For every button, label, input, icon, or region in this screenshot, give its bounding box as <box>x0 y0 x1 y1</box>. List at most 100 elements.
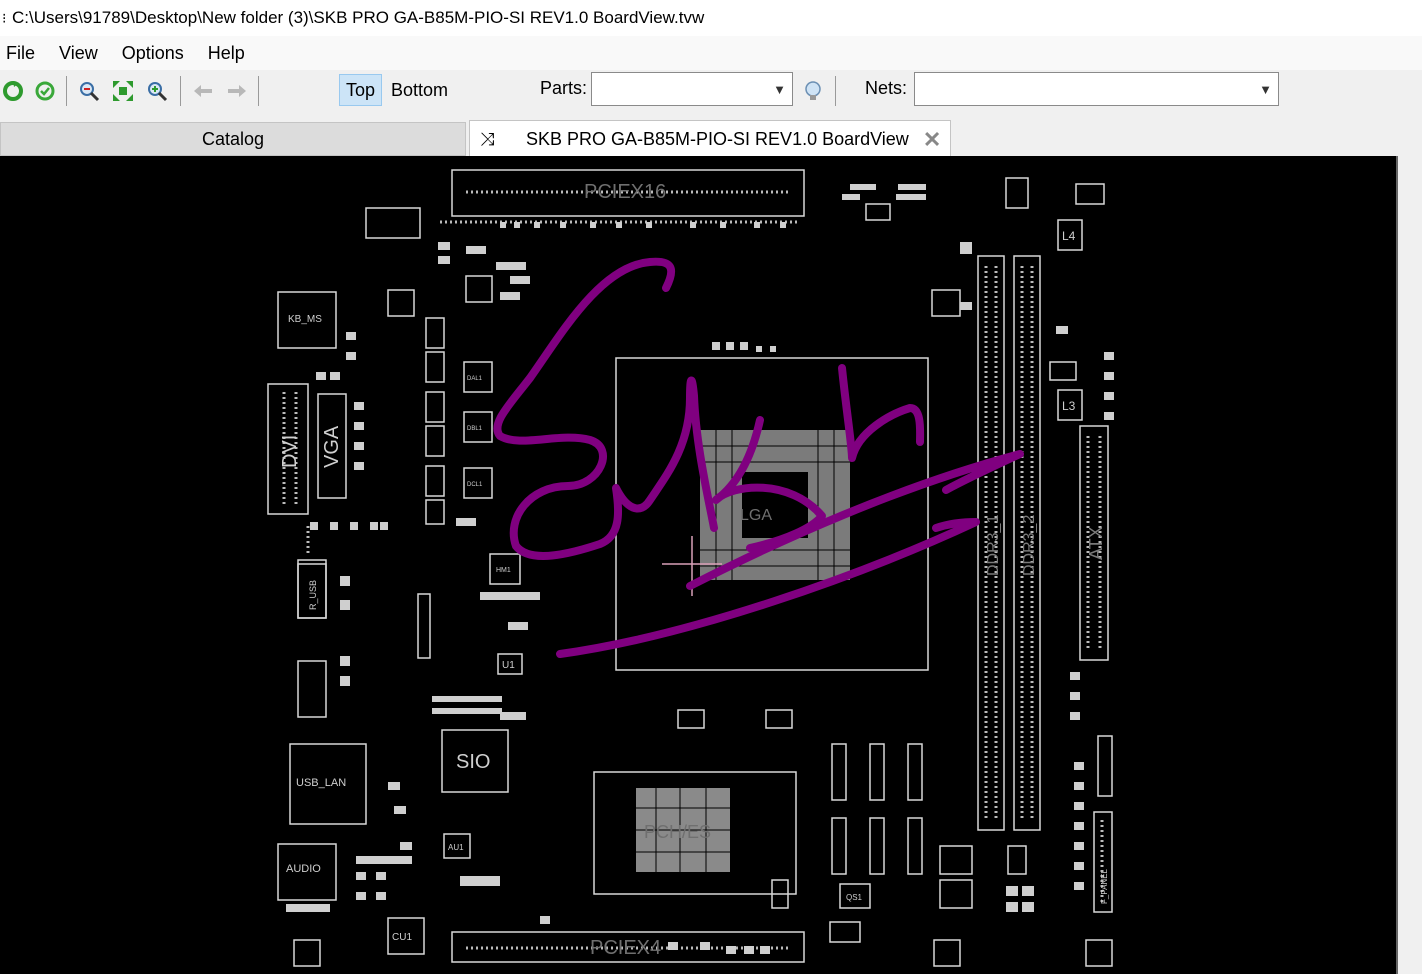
fit-icon[interactable] <box>110 78 136 104</box>
close-icon[interactable]: ✕ <box>922 126 942 152</box>
hm1-label: HM1 <box>496 567 511 574</box>
nets-label: Nets: <box>865 78 908 98</box>
component[interactable] <box>829 921 861 943</box>
sio-label: SIO <box>456 751 490 773</box>
audio-connector[interactable] <box>277 843 337 901</box>
component[interactable] <box>425 425 445 457</box>
menu-help[interactable]: Help <box>207 42 245 63</box>
toolbar: Top Bottom Parts: ▼ Nets: ▼ <box>0 70 1422 112</box>
component[interactable] <box>1075 183 1105 205</box>
vga-connector[interactable] <box>317 393 347 499</box>
toolbar-separator <box>66 76 67 106</box>
nets-combobox[interactable]: ▼ <box>914 72 1279 106</box>
component[interactable] <box>1007 845 1027 875</box>
reload-icon[interactable] <box>0 78 26 104</box>
component[interactable] <box>865 203 891 221</box>
refresh-icon[interactable] <box>32 78 58 104</box>
component[interactable] <box>425 391 445 423</box>
dbl1-chip[interactable] <box>463 411 493 443</box>
tab-boardview[interactable]: ⤨ SKB PRO GA-B85M-PIO-SI REV1.0 BoardVie… <box>469 120 951 158</box>
top-side-button[interactable]: Top <box>339 74 383 106</box>
component[interactable] <box>365 207 421 239</box>
zoom-in-icon[interactable] <box>144 78 170 104</box>
hm1-chip[interactable] <box>489 553 521 585</box>
l4-inductor[interactable] <box>1057 219 1083 251</box>
component[interactable] <box>387 289 415 317</box>
component[interactable] <box>417 593 431 659</box>
back-arrow-icon[interactable] <box>190 78 216 104</box>
component[interactable] <box>1085 939 1113 967</box>
component[interactable] <box>297 660 327 718</box>
dcl1-chip[interactable] <box>463 467 493 499</box>
tab-catalog[interactable]: Catalog <box>0 122 466 156</box>
title-bar: ⁝ C:\Users\91789\Desktop\New folder (3)\… <box>0 0 1422 36</box>
component[interactable] <box>869 817 885 875</box>
u1-chip[interactable] <box>497 653 523 675</box>
component[interactable] <box>869 743 885 801</box>
component[interactable] <box>297 559 327 619</box>
component[interactable] <box>677 709 705 729</box>
l3-inductor[interactable] <box>1057 389 1083 421</box>
cpu-center <box>742 472 808 538</box>
component[interactable] <box>465 275 493 303</box>
component[interactable] <box>1005 177 1029 209</box>
au1-label: AU1 <box>448 843 464 852</box>
component[interactable] <box>1049 361 1077 381</box>
component[interactable] <box>293 939 321 967</box>
freehand-annotation <box>493 257 1024 658</box>
component[interactable] <box>907 743 923 801</box>
component[interactable] <box>1097 735 1113 797</box>
board-view[interactable]: PCIEX16 PCIEX4 LGA PCH/ES SIO KB_MS USB_… <box>0 156 1398 974</box>
dvi-connector[interactable] <box>267 383 309 515</box>
component[interactable] <box>425 317 445 349</box>
cpu-label: LGA <box>740 507 772 524</box>
component[interactable] <box>425 465 445 497</box>
qs1-label: QS1 <box>846 893 863 902</box>
usb-lan-connector[interactable] <box>289 743 367 825</box>
zoom-out-icon[interactable] <box>76 78 102 104</box>
component[interactable] <box>831 817 847 875</box>
component[interactable] <box>939 879 973 909</box>
sio-chip[interactable] <box>441 729 509 793</box>
menu-view[interactable]: View <box>59 42 98 63</box>
menu-bar: File View Options Help <box>0 36 1422 70</box>
atx-connector[interactable] <box>1079 425 1109 661</box>
tab-boardview-label: SKB PRO GA-B85M-PIO-SI REV1.0 BoardView <box>526 129 909 149</box>
bottom-side-button[interactable]: Bottom <box>391 79 449 100</box>
dbl1-label: DBL1 <box>467 426 483 432</box>
f-panel-connector[interactable] <box>1093 811 1113 913</box>
component[interactable] <box>933 939 961 967</box>
cu1-chip[interactable] <box>387 917 425 955</box>
parts-combobox[interactable]: ▼ <box>591 72 793 106</box>
component[interactable] <box>425 351 445 383</box>
component[interactable] <box>939 845 973 875</box>
kb-ms-connector[interactable] <box>277 291 337 349</box>
usb-lan-label: USB_LAN <box>296 777 346 789</box>
component[interactable] <box>425 499 445 525</box>
pch-outline[interactable] <box>593 771 797 895</box>
component[interactable] <box>771 879 789 909</box>
ddr3-1-slot[interactable] <box>977 255 1005 831</box>
u1-label: U1 <box>502 660 515 671</box>
ddr3-1-label: DDR3_1 <box>985 515 1002 576</box>
pciex4-slot[interactable] <box>451 931 805 963</box>
component[interactable] <box>907 817 923 875</box>
board-canvas[interactable]: PCIEX16 PCIEX4 LGA PCH/ES SIO KB_MS USB_… <box>0 156 1398 974</box>
menu-file[interactable]: File <box>6 42 36 63</box>
component[interactable] <box>765 709 793 729</box>
menu-options[interactable]: Options <box>121 42 184 63</box>
component[interactable] <box>931 289 961 317</box>
dal1-chip[interactable] <box>463 361 493 393</box>
forward-arrow-icon[interactable] <box>224 78 250 104</box>
audio-label: AUDIO <box>286 863 321 875</box>
ddr3-2-slot[interactable] <box>1013 255 1041 831</box>
au1-chip[interactable] <box>443 833 471 859</box>
right-margin <box>1398 156 1422 974</box>
toolbar-separator <box>258 76 259 106</box>
r-usb-label: R_USB <box>308 580 318 610</box>
component[interactable] <box>831 743 847 801</box>
pciex16-slot[interactable] <box>451 169 805 217</box>
light-bulb-icon[interactable] <box>800 78 826 104</box>
kb-ms-label: KB_MS <box>288 314 322 325</box>
qs1-chip[interactable] <box>839 883 871 909</box>
